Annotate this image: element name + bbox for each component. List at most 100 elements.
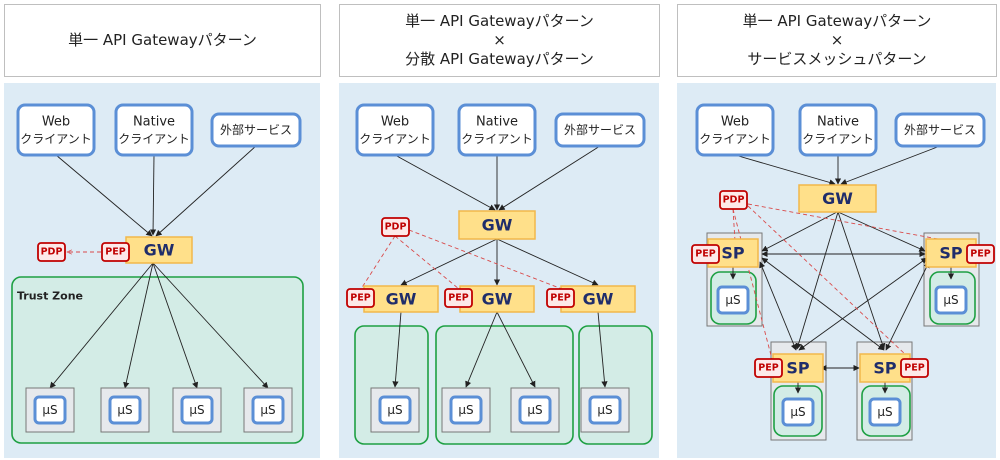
microservice-label: μS <box>260 403 275 417</box>
native-client-box <box>457 103 537 157</box>
pep-badge-label: PEP <box>448 293 468 304</box>
microservice-label: μS <box>458 403 473 417</box>
gateway-box <box>798 184 877 213</box>
client-to-gw-arrow <box>840 145 941 185</box>
gw-to-sp-arrow <box>795 211 839 350</box>
pep-badge-label: PEP <box>695 249 715 260</box>
client-to-gw-arrow <box>498 145 601 211</box>
microservice-box <box>378 395 412 425</box>
external-service-box <box>554 112 646 148</box>
pep-badge: PEP <box>691 244 720 264</box>
microservice-box <box>716 285 750 315</box>
sp-to-sp-arrow <box>798 257 928 351</box>
pep-to-pdp-line <box>732 208 736 242</box>
pep-badge: PEP <box>754 358 783 378</box>
microservice-box <box>868 397 902 427</box>
client-to-gw-arrow <box>155 145 257 237</box>
web-client-label: クライアント <box>359 132 431 146</box>
web-client-box <box>695 103 775 157</box>
microservice-label: μS <box>117 403 132 417</box>
pdp-badge: PDP <box>381 217 410 237</box>
external-service-label: 外部サービス <box>904 122 976 137</box>
pep-badge-box <box>966 244 995 264</box>
microservice: μS <box>580 387 630 433</box>
microservice-box <box>108 395 142 425</box>
gw-to-gw-arrow <box>496 238 599 286</box>
pep-badge-label: PEP <box>105 247 125 258</box>
pep-badge-box <box>691 244 720 264</box>
client-to-gw-arrow <box>149 154 157 236</box>
microservice: μS <box>934 285 968 315</box>
pep-badge-label: PEP <box>758 363 778 374</box>
native-client-box <box>798 103 878 157</box>
microservice-label: μS <box>387 403 402 417</box>
pep-badge: PEP <box>900 358 929 378</box>
pep-badge: PEP <box>346 288 375 308</box>
panel-2-title-line: 単一 API Gatewayパターン <box>405 12 594 30</box>
external-service-label: 外部サービス <box>220 122 292 137</box>
gw-to-sp-arrow <box>837 211 886 350</box>
pep-badge-box <box>101 242 130 262</box>
external-service-label: 外部サービス <box>564 122 636 137</box>
sidecar-proxy-label: SP <box>873 359 897 378</box>
pdp-badge-label: PDP <box>723 195 745 206</box>
panel-1-title: 単一 API Gatewayパターン <box>4 4 321 77</box>
microservice-label: μS <box>725 293 740 307</box>
pep-badge-label: PEP <box>550 293 570 304</box>
pdp-badge: PDP <box>37 242 66 262</box>
external-service-box <box>210 112 302 148</box>
pep-to-pdp-line <box>747 203 966 245</box>
web-client-label: クライアント <box>20 132 92 146</box>
client-to-gw-arrow <box>55 154 153 237</box>
gw-to-microservice-arrow <box>123 262 154 389</box>
panel-3-title-line: サービスメッシュパターン <box>747 50 927 68</box>
web-client-label: Web <box>381 115 409 130</box>
microservice: μS <box>781 397 815 427</box>
microservice-box <box>449 395 483 425</box>
microservice-label: μS <box>597 403 612 417</box>
external-service: 外部サービス <box>210 112 302 148</box>
panel-3-title-line: 単一 API Gatewayパターン <box>742 12 932 30</box>
gateway-box <box>363 285 439 313</box>
microservice-label: μS <box>527 403 542 417</box>
sidecar-proxy-label: SP <box>786 359 810 378</box>
gateway-label: GW <box>482 216 513 235</box>
gateway-label: GW <box>583 290 614 309</box>
gateway: GW <box>363 285 439 313</box>
microservice-box <box>934 285 968 315</box>
pdp-badge: PDP <box>719 190 748 210</box>
panel-3-title-line: × <box>830 31 844 49</box>
web-client: Web クライアント <box>355 103 435 157</box>
panel-2-title: 単一 API Gatewayパターン × 分散 API Gatewayパターン <box>339 4 660 77</box>
gw-to-microservice-arrow <box>392 311 402 388</box>
external-service: 外部サービス <box>894 112 986 148</box>
gw-to-microservice-arrow <box>152 262 199 389</box>
gateway-box <box>458 210 536 240</box>
gw-to-microservice-arrow <box>49 262 154 389</box>
pep-badge-box <box>900 358 929 378</box>
gateway-label: GW <box>822 189 853 208</box>
microservice-label: μS <box>790 405 805 419</box>
microservice: μS <box>25 387 75 433</box>
pep-to-pdp-line <box>408 229 563 290</box>
microservice-label: μS <box>877 405 892 419</box>
pep-to-pdp-line <box>747 205 908 357</box>
sp-to-sp-arrow <box>885 261 930 351</box>
pdp-badge-box <box>37 242 66 262</box>
sp-to-sp-arrow <box>761 257 885 351</box>
native-client-label: クライアント <box>461 132 533 146</box>
gateway-label: GW <box>386 290 417 309</box>
panel-1-title-line: 単一 API Gatewayパターン <box>68 31 257 49</box>
pep-badge: PEP <box>546 288 575 308</box>
gw-to-sp-arrow <box>837 211 926 252</box>
gateway-label: GW <box>144 241 175 260</box>
pep-badge: PEP <box>444 288 473 308</box>
microservice: μS <box>441 387 491 433</box>
native-client-box <box>114 103 194 157</box>
external-service: 外部サービス <box>554 112 646 148</box>
gateway: GW <box>458 210 536 240</box>
